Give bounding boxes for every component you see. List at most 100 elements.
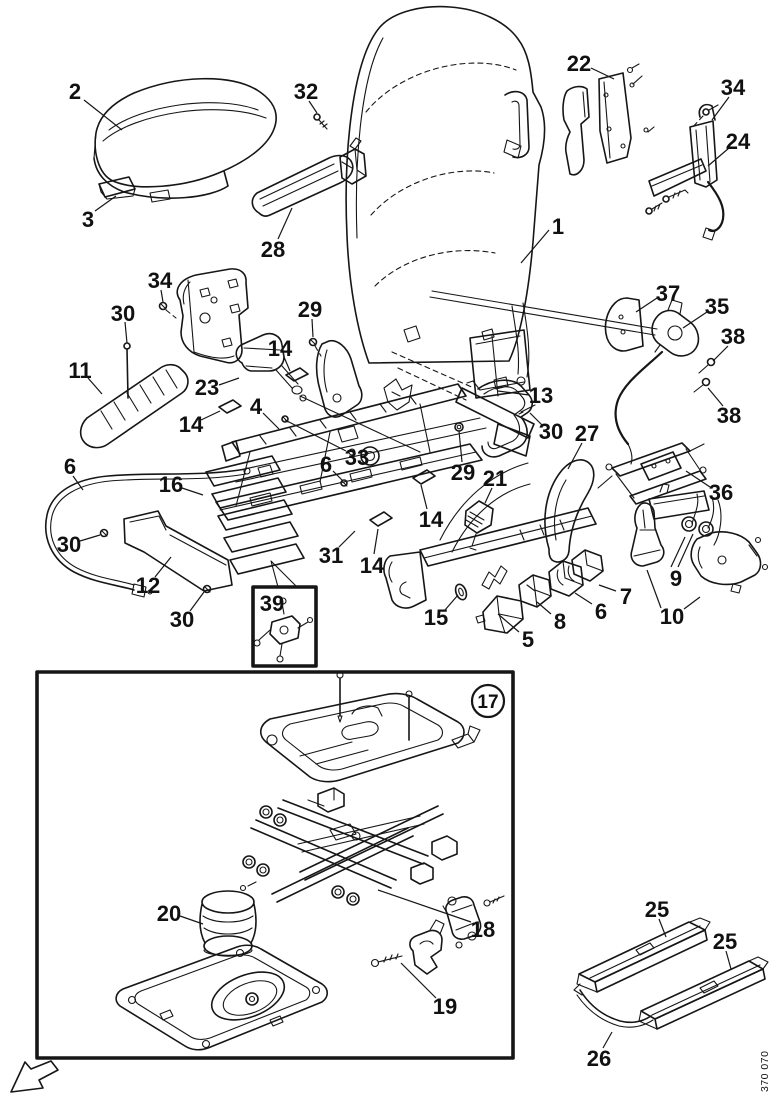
part-label-19: 19 — [433, 994, 457, 1019]
part-label-4: 4 — [250, 394, 263, 419]
leader-line-31 — [338, 530, 356, 548]
side-panel-art — [79, 363, 189, 449]
leader-line-30 — [529, 412, 543, 426]
part-label-36: 36 — [709, 480, 733, 505]
leader-line-37 — [635, 297, 658, 313]
part-label-15: 15 — [424, 605, 448, 630]
bracket-9-10-art — [630, 483, 769, 594]
part-label-29: 29 — [451, 460, 475, 485]
part-label-25: 25 — [713, 929, 737, 954]
leader-line-9 — [677, 533, 694, 568]
leader-line-38 — [707, 387, 724, 407]
leader-line-18 — [377, 889, 472, 923]
leader-line-13 — [497, 390, 530, 396]
leader-line-30 — [124, 321, 128, 344]
part-label-27: 27 — [575, 421, 599, 446]
leader-line-30 — [189, 591, 205, 612]
part-label-6: 6 — [64, 454, 76, 479]
part-label-30: 30 — [539, 419, 563, 444]
part-label-5: 5 — [522, 627, 534, 652]
leader-line-10 — [683, 596, 701, 610]
leader-line-12 — [154, 556, 172, 578]
leader-line-25 — [725, 950, 732, 970]
leader-line-34 — [711, 96, 730, 121]
part-label-6: 6 — [320, 452, 332, 477]
leader-line-4 — [262, 412, 280, 430]
part-label-14: 14 — [268, 336, 293, 361]
leader-line-11 — [87, 377, 103, 395]
slide-rail-art — [383, 459, 597, 609]
leader-line-14 — [420, 484, 428, 510]
part-label-31: 31 — [319, 543, 343, 568]
part-label-8: 8 — [554, 609, 566, 634]
leader-line-15 — [444, 594, 459, 611]
floor-rails-art — [573, 917, 769, 1030]
part-label-29: 29 — [298, 297, 322, 322]
strip-art — [99, 510, 233, 594]
leader-line-2 — [83, 99, 123, 131]
back-plates-art — [562, 63, 655, 176]
leader-line-10 — [646, 569, 662, 609]
part-label-28: 28 — [261, 237, 285, 262]
leader-line-9 — [670, 536, 686, 568]
part-label-33: 33 — [345, 445, 369, 470]
part-label-32: 32 — [294, 79, 318, 104]
part-labels-layer: 2332282234241373538383430112914234141330… — [57, 51, 751, 1071]
cushion-pad-art — [98, 176, 136, 200]
part-label-26: 26 — [587, 1046, 611, 1071]
leader-line-27 — [567, 442, 583, 470]
part-label-22: 22 — [567, 51, 591, 76]
leader-line-36 — [685, 470, 711, 488]
part-label-12: 12 — [136, 573, 160, 598]
bellows-art — [205, 455, 305, 575]
part-label-14: 14 — [419, 507, 444, 532]
part-label-10: 10 — [660, 604, 684, 629]
part-label-18: 18 — [471, 917, 495, 942]
leader-line-8 — [536, 601, 552, 615]
part-label-21: 21 — [483, 466, 507, 491]
inset-box-art — [35, 670, 515, 1060]
part-label-3: 3 — [82, 207, 94, 232]
part-label-14: 14 — [179, 412, 204, 437]
cable-art — [45, 467, 251, 598]
leader-line-28 — [277, 207, 293, 240]
leader-line-19 — [400, 962, 437, 999]
wire-bracket-art — [466, 379, 536, 458]
leader-line-34 — [160, 289, 164, 303]
leader-line-26 — [602, 1031, 613, 1049]
part-label-20: 20 — [157, 901, 181, 926]
leader-line-24 — [707, 147, 730, 167]
leader-line-1 — [520, 229, 550, 264]
leader-line-6 — [72, 475, 84, 491]
leader-line-14 — [200, 410, 221, 421]
inset-badge-label: 17 — [477, 692, 498, 713]
leader-line-22 — [590, 67, 615, 80]
part-label-30: 30 — [57, 532, 81, 557]
part-label-34: 34 — [721, 75, 746, 100]
part-label-6: 6 — [595, 599, 607, 624]
leader-line-6 — [332, 470, 343, 481]
part-label-34: 34 — [148, 268, 173, 293]
part-label-35: 35 — [705, 294, 729, 319]
leader-line-35 — [682, 311, 708, 329]
lever-cable-art — [645, 103, 725, 241]
leader-line-38 — [712, 345, 729, 362]
part-label-38: 38 — [717, 403, 741, 428]
leader-line-5 — [497, 613, 520, 633]
leader-line-16 — [181, 487, 204, 496]
leader-line-30 — [79, 534, 101, 542]
direction-arrow — [10, 1060, 59, 1093]
part-label-13: 13 — [529, 383, 553, 408]
part-label-7: 7 — [620, 584, 632, 609]
part-label-14: 14 — [360, 553, 385, 578]
leader-line-29 — [311, 318, 314, 338]
recliner-cover-right-art — [308, 337, 413, 418]
part-label-1: 1 — [552, 214, 564, 239]
leader-line-33 — [284, 419, 347, 452]
leader-line-14 — [283, 356, 291, 372]
part-label-2: 2 — [69, 79, 81, 104]
seat-back-art — [345, 5, 658, 399]
part-label-24: 24 — [726, 129, 751, 154]
